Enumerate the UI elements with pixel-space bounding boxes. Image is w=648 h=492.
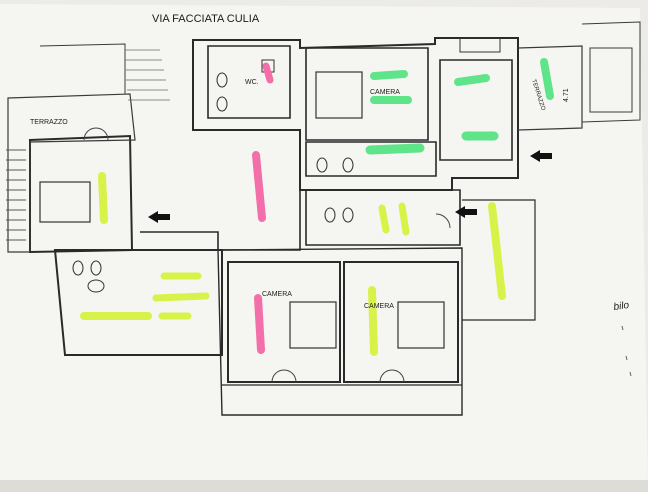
left-stair bbox=[6, 149, 26, 241]
highlight-marks bbox=[80, 58, 554, 356]
highlight-yellow-mid-2 bbox=[398, 202, 410, 236]
handwritten-note: bilo bbox=[613, 300, 630, 313]
room-label-wc: WC. bbox=[245, 79, 259, 86]
highlight-pink-camera bbox=[254, 294, 265, 354]
entrance-arrows bbox=[148, 150, 552, 223]
highlight-yellow-mid-1 bbox=[378, 204, 390, 234]
left-terrace bbox=[7, 43, 136, 253]
bed-camera-bottom-right bbox=[397, 301, 445, 349]
room-label-camera-bottom-left: CAMERA bbox=[262, 291, 292, 298]
bathroom-fixtures bbox=[72, 37, 501, 293]
bed-left-room bbox=[39, 181, 91, 223]
highlight-green-kitchen-1 bbox=[454, 74, 490, 86]
upper-left-stair bbox=[125, 49, 170, 101]
walls bbox=[29, 37, 536, 416]
highlight-pink-wc bbox=[262, 62, 274, 84]
highlight-yellow-living-2 bbox=[152, 292, 210, 302]
highlight-green-terrace bbox=[540, 58, 554, 100]
street-name-label: VIA FACCIATA CULIA bbox=[152, 13, 260, 25]
beds bbox=[39, 71, 445, 349]
highlight-green-bath bbox=[365, 143, 425, 155]
highlight-yellow-left-room bbox=[98, 172, 108, 224]
room-label-camera-top: CAMERA bbox=[370, 89, 400, 96]
highlight-pink-corridor bbox=[252, 151, 266, 222]
room-label-camera-bottom-right: CAMERA bbox=[364, 303, 394, 310]
dimension-label: 4.71 bbox=[563, 88, 570, 102]
highlight-yellow-camera bbox=[368, 286, 378, 356]
arrow-mid-entrance bbox=[455, 206, 477, 218]
doors bbox=[83, 127, 451, 383]
bed-camera-bottom-left bbox=[289, 301, 337, 349]
bed-camera-top bbox=[315, 71, 363, 119]
arrow-right-entrance bbox=[530, 150, 552, 162]
terrace-label-left: TERRAZZO bbox=[30, 119, 68, 126]
pencil-marks bbox=[621, 325, 632, 377]
right-terrace bbox=[517, 21, 641, 131]
highlight-yellow-right-wing bbox=[488, 202, 506, 300]
highlight-green-camera-top-1 bbox=[370, 70, 408, 80]
arrow-left-entrance bbox=[148, 211, 170, 223]
